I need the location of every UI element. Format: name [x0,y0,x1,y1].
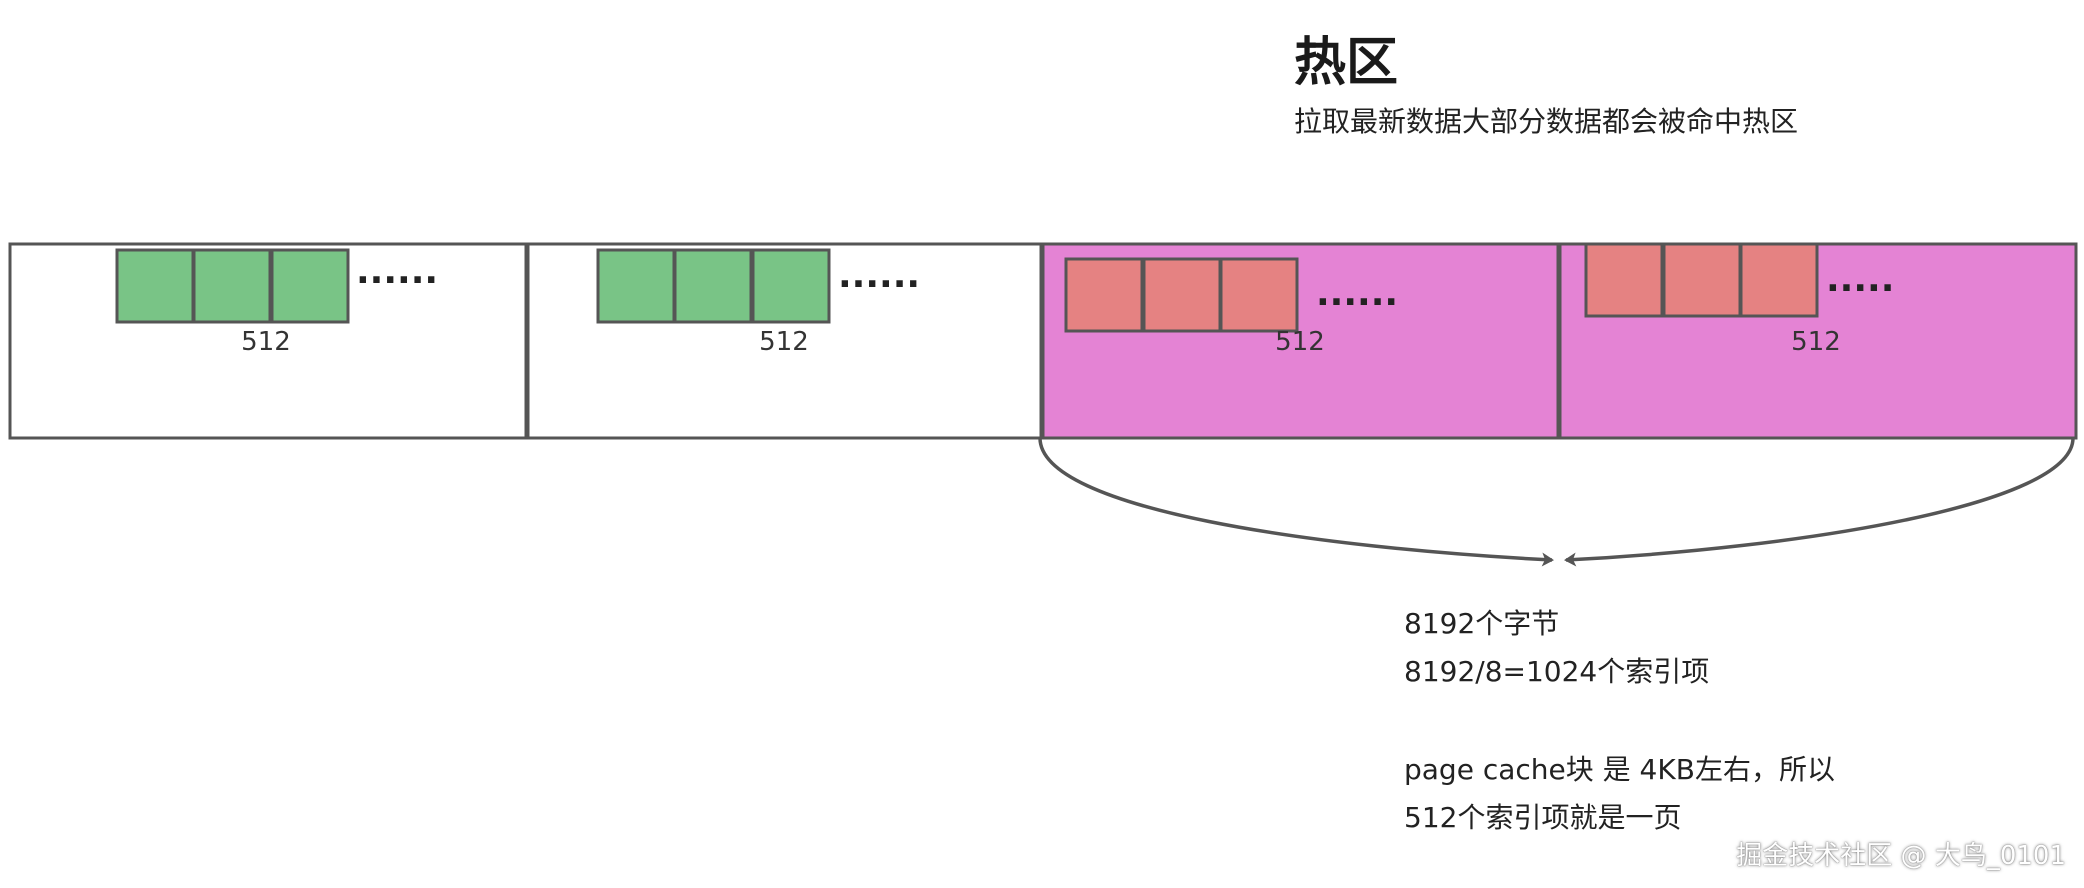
segment-1-dots: ······ [356,260,438,301]
segment-2-dots: ······ [838,264,920,305]
segment-4-label: 512 [1791,327,1841,357]
segment-3-dots: ······ [1316,282,1398,323]
segment-3-cell-1 [1064,257,1144,333]
segment-3-cell-2 [1142,257,1222,333]
segment-4-hot: ····· 512 [1558,242,2078,440]
segment-4-dots: ····· [1826,268,1894,309]
page-subtitle: 拉取最新数据大部分数据都会被命中热区 [1294,105,1799,138]
note-index-count: 8192/8=1024个索引项 [1404,655,1710,688]
segment-1-cell-3 [270,248,350,324]
segment-1: ······ 512 [8,242,528,440]
left-brace-arrow [1038,437,1554,567]
segment-3-cell-3 [1219,257,1299,333]
segment-2-cell-1 [596,248,676,324]
segment-4-cell-1 [1584,242,1664,318]
segment-2-cell-3 [751,248,831,324]
segment-2-cell-2 [673,248,753,324]
segment-1-cell-2 [192,248,272,324]
segment-3-hot: ······ 512 [1041,242,1560,440]
segment-2: ······ 512 [526,242,1043,440]
segment-1-cell-1 [115,248,195,324]
note-page-size: 512个索引项就是一页 [1404,801,1682,834]
segment-3-label: 512 [1275,327,1325,357]
segment-4-cell-3 [1739,242,1819,318]
note-page-cache: page cache块 是 4KB左右，所以 [1404,753,1835,786]
page-title: 热区 [1294,33,1399,93]
segment-1-label: 512 [241,327,291,357]
note-bytes: 8192个字节 [1404,607,1560,640]
segment-4-cell-2 [1662,242,1742,318]
right-brace-arrow [1564,437,2075,567]
segment-2-label: 512 [759,327,809,357]
watermark: 掘金技术社区 @ 大鸟_0101 [1736,841,2066,871]
